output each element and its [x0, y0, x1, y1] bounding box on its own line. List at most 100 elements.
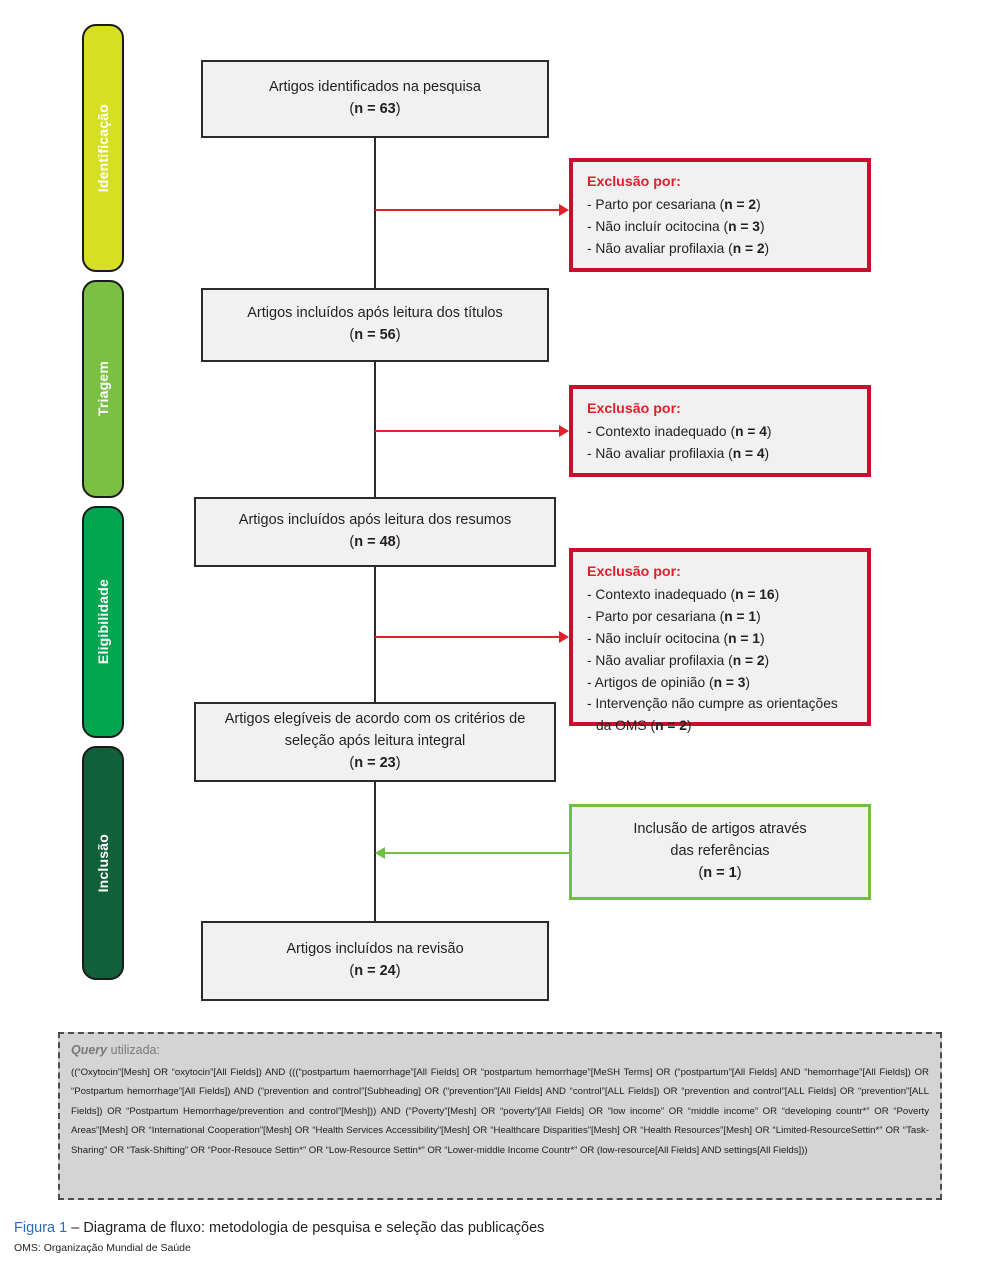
exclusion-item-count: n = 2	[655, 718, 687, 734]
paren-open: (	[349, 754, 355, 771]
exclusion-item: - Não avaliar profilaxia (n = 2)	[587, 652, 770, 668]
arrow-right-exclusion-2-icon	[375, 425, 569, 437]
flow-box-count: (n = 24)	[349, 961, 400, 983]
paren-close: )	[736, 864, 742, 881]
query-heading-rest: utilizada:	[107, 1043, 160, 1057]
stage-pill-label-identificacao: Identificação	[95, 103, 111, 193]
exclusion-title: Exclusão por:	[587, 401, 681, 417]
flow-box-text-line2: seleção após leitura integral	[284, 733, 466, 750]
flow-box-count: (n = 56)	[349, 325, 400, 347]
exclusion-item: - Artigos de opinião (n = 3)	[587, 674, 750, 690]
arrow-right-exclusion-3-icon	[375, 631, 569, 643]
connector-line-resumos-to-elegiveis	[374, 567, 376, 702]
caption-main-line: Figura 1 – Diagrama de fluxo: metodologi…	[14, 1219, 974, 1239]
flow-box-incluidos-titulos: Artigos incluídos após leitura dos títul…	[201, 288, 549, 362]
flow-box-artigos-identificados: Artigos identificados na pesquisa (n = 6…	[201, 60, 549, 138]
exclusion-item: - Não incluír ocitocina (n = 1)	[587, 631, 765, 647]
flow-box-count: (n = 63)	[349, 99, 400, 121]
exclusion-box-3: Exclusão por: - Contexto inadequado (n =…	[569, 548, 871, 733]
paren-close: )	[395, 327, 401, 343]
exclusion-item-count: n = 4	[732, 446, 765, 462]
paren-close: )	[395, 534, 401, 550]
count-value: n = 24	[354, 963, 396, 979]
flow-box-artigos-elegiveis: Artigos elegíveis de acordo com os crité…	[194, 702, 556, 782]
exclusion-item-text: - Intervenção não cumpre as orientações …	[587, 696, 838, 734]
paren-close: )	[395, 754, 401, 771]
connector-line-titulos-to-resumos	[374, 362, 376, 497]
exclusion-title: Exclusão por:	[587, 174, 681, 190]
exclusion-item: - Parto por cesariana (n = 2)	[587, 197, 761, 213]
inclusion-references-box: Inclusão de artigos através das referênc…	[569, 804, 871, 900]
exclusion-item: - Não incluír ocitocina (n = 3)	[587, 219, 765, 235]
exclusion-item-text: - Não incluír ocitocina	[587, 631, 724, 647]
arrow-head	[559, 631, 569, 643]
flow-box-text-line1: Artigos identificados na pesquisa	[269, 79, 481, 96]
arrow-left-inclusion-icon	[375, 847, 569, 859]
exclusion-item-text: - Parto por cesariana	[587, 609, 720, 625]
flow-box-incluidos-resumos: Artigos incluídos após leitura dos resum…	[194, 497, 556, 567]
arrow-shaft	[384, 852, 569, 854]
paren-open: (	[349, 327, 355, 343]
figure-caption: Figura 1 – Diagrama de fluxo: metodologi…	[14, 1219, 974, 1254]
exclusion-item: - Não avaliar profilaxia (n = 2)	[587, 241, 770, 257]
stage-pill-label-eligibilidade: Eligibilidade	[95, 579, 111, 665]
count-value: n = 48	[354, 534, 396, 550]
paren-open: (	[698, 864, 704, 881]
exclusion-item-text: - Não incluír ocitocina	[587, 219, 724, 235]
exclusion-item-text: - Não avaliar profilaxia	[587, 652, 729, 668]
query-text: ((“Oxytocin”[Mesh] OR “oxytocin”[All Fie…	[71, 1067, 929, 1156]
stage-pill-identificacao: Identificação	[82, 24, 124, 272]
exclusion-item-text: - Contexto inadequado	[587, 587, 731, 603]
inclusion-count: (n = 1)	[698, 863, 741, 885]
exclusion-item-count: n = 4	[735, 424, 767, 440]
exclusion-item-count: n = 2	[724, 197, 757, 213]
query-heading: Query utilizada:	[71, 1043, 929, 1057]
stage-pill-eligibilidade: Eligibilidade	[82, 506, 124, 738]
flow-box-count: (n = 23)	[349, 753, 400, 775]
exclusion-item-count: n = 1	[728, 631, 760, 647]
flow-box-text-line1: Artigos incluídos após leitura dos resum…	[238, 512, 512, 529]
exclusion-item-count: n = 1	[724, 609, 757, 625]
flow-box-text-line1: Artigos incluídos na revisão	[286, 941, 464, 958]
arrow-head	[559, 425, 569, 437]
stage-pill-triagem: Triagem	[82, 280, 124, 498]
arrow-shaft	[375, 430, 560, 432]
exclusion-item: - Contexto inadequado (n = 16)	[587, 587, 780, 603]
exclusion-item-count: n = 3	[713, 674, 746, 690]
paren-open: (	[349, 101, 355, 117]
exclusion-box-2: Exclusão por: - Contexto inadequado (n =…	[569, 385, 871, 477]
exclusion-item: - Parto por cesariana (n = 1)	[587, 609, 761, 625]
arrow-head	[559, 204, 569, 216]
exclusion-item: - Intervenção não cumpre as orientações …	[587, 696, 838, 734]
figure-number: Figura 1	[14, 1220, 68, 1236]
flow-box-count: (n = 48)	[349, 532, 400, 554]
count-value: n = 1	[703, 864, 737, 881]
count-value: n = 56	[354, 327, 396, 343]
exclusion-item-text: - Não avaliar profilaxia	[587, 446, 729, 462]
caption-footnote: OMS: Organização Mundial de Saúde	[14, 1241, 191, 1254]
flow-box-incluidos-revisao: Artigos incluídos na revisão (n = 24)	[201, 921, 549, 1001]
stage-pill-inclusao: Inclusão	[82, 746, 124, 980]
arrow-shaft	[375, 209, 560, 211]
flow-box-text-line1: Artigos incluídos após leitura dos títul…	[247, 305, 503, 322]
exclusion-item-count: n = 2	[732, 241, 765, 257]
stage-pill-label-triagem: Triagem	[95, 361, 111, 417]
query-panel: Query utilizada: ((“Oxytocin”[Mesh] OR “…	[58, 1032, 942, 1200]
paren-open: (	[349, 963, 355, 979]
paren-close: )	[395, 101, 401, 117]
exclusion-item: - Não avaliar profilaxia (n = 4)	[587, 446, 770, 462]
arrow-shaft	[375, 636, 560, 638]
exclusion-item-count: n = 2	[732, 652, 765, 668]
exclusion-box-1: Exclusão por: - Parto por cesariana (n =…	[569, 158, 871, 272]
arrow-right-exclusion-1-icon	[375, 204, 569, 216]
query-heading-keyword: Query	[71, 1043, 108, 1057]
arrow-head	[375, 847, 385, 859]
inclusion-text-line1: Inclusão de artigos através	[633, 821, 807, 838]
exclusion-item: - Contexto inadequado (n = 4)	[587, 424, 772, 440]
count-value: n = 63	[354, 101, 396, 117]
caption-title: – Diagrama de fluxo: metodologia de pesq…	[67, 1220, 545, 1236]
paren-open: (	[349, 534, 355, 550]
exclusion-title: Exclusão por:	[587, 564, 681, 580]
exclusion-item-text: - Parto por cesariana	[587, 197, 720, 213]
inclusion-text-line2: das referências	[670, 843, 770, 860]
